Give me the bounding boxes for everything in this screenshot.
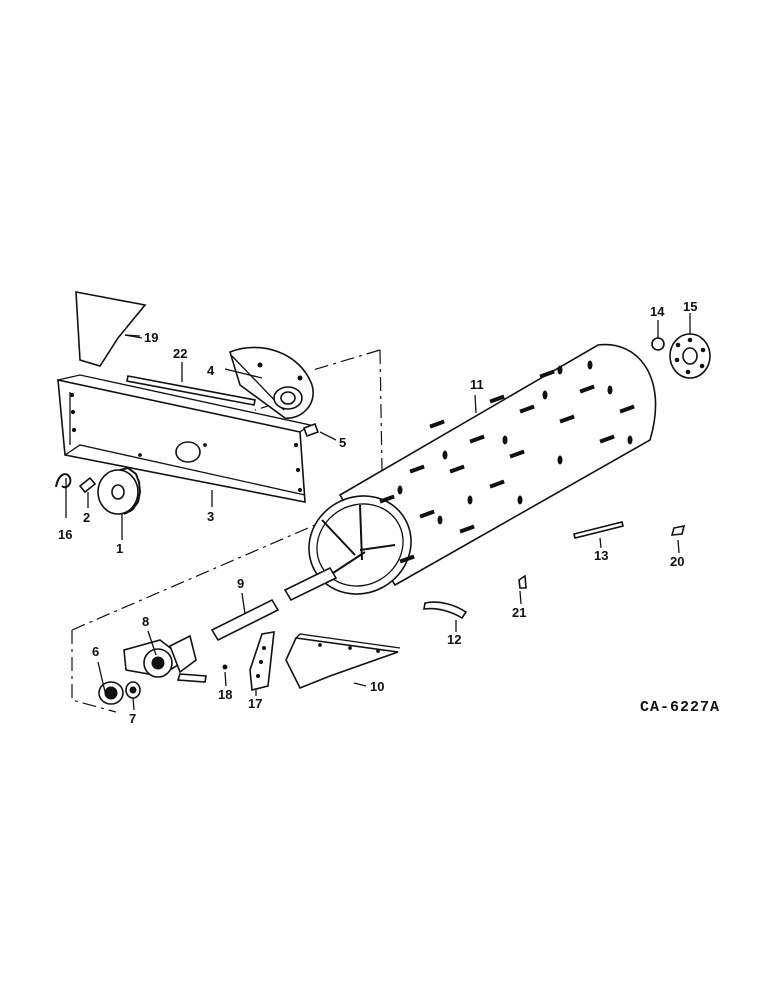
part-19-deflector	[75, 291, 147, 367]
callout-1: 1	[116, 541, 123, 556]
leader-lines	[65, 313, 691, 711]
callout-18: 18	[218, 687, 232, 702]
part-1-sprocket	[97, 466, 142, 515]
part-11-rotor-drum	[308, 343, 657, 595]
part-15-flange	[669, 333, 711, 379]
part-2-key	[78, 476, 97, 494]
callout-20: 20	[670, 554, 684, 569]
callout-22: 22	[173, 346, 187, 361]
part-13-strip	[573, 521, 624, 539]
callout-9: 9	[237, 576, 244, 591]
part-10-panel	[285, 633, 401, 690]
callout-19: 19	[144, 330, 158, 345]
callout-8: 8	[142, 614, 149, 629]
callout-16: 16	[58, 527, 72, 542]
callout-7: 7	[129, 711, 136, 726]
figure-code: CA-6227A	[640, 699, 720, 716]
part-9-shaft	[210, 566, 338, 642]
part-17-plate	[249, 631, 275, 692]
callout-12: 12	[447, 632, 461, 647]
part-22-strip	[126, 375, 256, 406]
part-14-bushing	[651, 337, 665, 351]
callout-10: 10	[370, 679, 384, 694]
part-4-disc-shield	[229, 346, 314, 419]
callout-3: 3	[207, 509, 214, 524]
callout-14: 14	[650, 304, 665, 319]
callout-15: 15	[683, 299, 697, 314]
callout-11: 11	[470, 377, 484, 392]
phantom-outline	[71, 349, 383, 713]
part-20-plate	[670, 524, 686, 536]
part-7-washer	[125, 681, 141, 699]
callout-2: 2	[83, 510, 90, 525]
part-21-wedge	[518, 574, 527, 589]
callout-21: 21	[512, 605, 526, 620]
callout-5: 5	[339, 435, 346, 450]
callout-6: 6	[92, 644, 99, 659]
part-16-clip	[55, 473, 72, 489]
callout-17: 17	[248, 696, 262, 711]
callout-13: 13	[594, 548, 608, 563]
part-3-channel-frame	[57, 374, 312, 503]
callout-4: 4	[207, 363, 215, 378]
part-12-curved-bar	[423, 601, 468, 620]
part-6-pulley	[98, 681, 124, 705]
part-18-bolt	[222, 664, 228, 670]
part-5-nut	[302, 422, 320, 438]
part-8-bearing-housing	[123, 634, 207, 683]
